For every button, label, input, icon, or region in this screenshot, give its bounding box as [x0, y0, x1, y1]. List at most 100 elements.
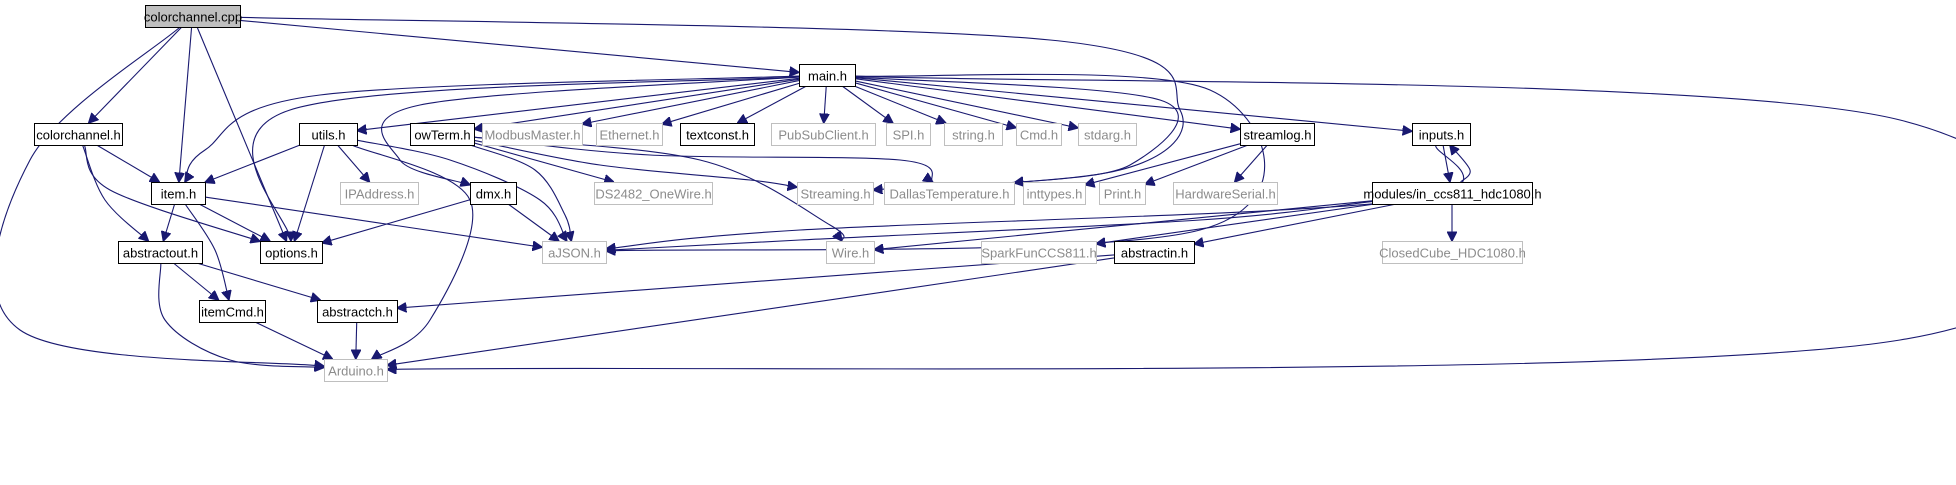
- node-box: [1016, 123, 1062, 146]
- node-label: SparkFunCCS811.h: [981, 246, 1096, 261]
- node-box: [199, 300, 266, 323]
- node-label: abstractch.h: [322, 305, 393, 320]
- edge-line: [322, 199, 471, 243]
- node-SparkFunCCS811-h: SparkFunCCS811.h: [981, 241, 1097, 264]
- edge-inputs_h-to-aJSON_h: [606, 144, 1465, 249]
- node-box: [886, 123, 931, 146]
- edge-line: [474, 78, 800, 129]
- node-modules-in-ccs811-hdc1080-h[interactable]: modules/in_ccs811_hdc1080.h: [1363, 182, 1542, 205]
- node-box: [260, 241, 323, 264]
- edge-modules_in_ccs811_hdc1080_h-to-inputs_h: [1450, 145, 1471, 183]
- node-label: SPI.h: [893, 128, 925, 143]
- edge-modules_in_ccs811_hdc1080_h-to-aJSON_h: [606, 201, 1373, 251]
- edge-line: [606, 144, 1465, 249]
- edge-main_h-to-SPI_h: [841, 85, 893, 123]
- node-utils-h[interactable]: utils.h: [299, 123, 358, 146]
- node-box: [1372, 182, 1533, 205]
- edge-main_h-to-stdarg_h: [854, 80, 1078, 128]
- edge-line: [89, 26, 183, 123]
- edge-main_h-to-ModbusMaster_h: [582, 80, 800, 124]
- node-owTerm-h[interactable]: owTerm.h: [410, 123, 475, 146]
- node-IPAddress-h: IPAddress.h: [340, 182, 419, 205]
- node-label: ModbusMaster.h: [484, 128, 580, 143]
- node-label: abstractin.h: [1121, 246, 1188, 261]
- node-itemCmd-h[interactable]: itemCmd.h: [199, 300, 266, 323]
- node-aJSON-h: aJSON.h: [542, 241, 607, 264]
- edge-line: [204, 196, 542, 247]
- node-box: [410, 123, 475, 146]
- node-box: [1078, 123, 1137, 146]
- edge-line: [387, 75, 1956, 369]
- edge-owTerm_h-to-aJSON_h: [470, 144, 571, 241]
- node-textconst-h[interactable]: textconst.h: [680, 123, 755, 146]
- node-label: dmx.h: [476, 187, 511, 202]
- edge-streamlog_h-to-HardwareSerial_h: [1235, 144, 1268, 182]
- node-box: [680, 123, 755, 146]
- node-main-h[interactable]: main.h: [799, 64, 856, 87]
- node-box: [1412, 123, 1471, 146]
- node-label: Cmd.h: [1020, 128, 1058, 143]
- edge-inputs_h-to-modules_in_ccs811_hdc1080_h: [1442, 144, 1450, 182]
- edge-line: [356, 321, 357, 359]
- node-label: IPAddress.h: [345, 187, 415, 202]
- edge-line: [184, 203, 229, 300]
- edge-main_h-to-textconst_h: [738, 85, 807, 123]
- node-abstractch-h[interactable]: abstractch.h: [317, 300, 398, 323]
- node-abstractin-h[interactable]: abstractin.h: [1114, 241, 1195, 264]
- edge-utils_h-to-aJSON_h: [356, 139, 567, 241]
- edge-line: [96, 144, 160, 182]
- edge-main_h-to-Arduino_h: [387, 75, 1956, 369]
- edge-line: [205, 144, 301, 182]
- node-label: Print.h: [1104, 187, 1142, 202]
- node-box: [826, 241, 875, 264]
- node-colorchannel-h[interactable]: colorchannel.h: [34, 123, 123, 146]
- edge-colorchannel_cpp-to-colorchannel_h: [89, 26, 183, 123]
- node-Arduino-h: Arduino.h: [324, 359, 388, 382]
- node-label: DallasTemperature.h: [890, 187, 1010, 202]
- edge-main_h-to-Ethernet_h: [662, 82, 800, 124]
- edge-utils_h-to-options_h: [294, 144, 326, 241]
- edge-item_h-to-aJSON_h: [204, 196, 542, 247]
- edge-colorchannel_cpp-to-Arduino_h: [0, 26, 324, 366]
- node-label: abstractout.h: [123, 246, 198, 261]
- edge-line: [185, 75, 800, 182]
- node-box: [1099, 182, 1146, 205]
- node-dmx-h[interactable]: dmx.h: [470, 182, 517, 205]
- edge-item_h-to-abstractout_h: [163, 203, 176, 241]
- node-box: [1173, 182, 1278, 205]
- edge-line: [239, 19, 799, 72]
- edge-main_h-to-owTerm_h: [474, 78, 800, 129]
- edge-line: [196, 26, 286, 241]
- edge-line: [1442, 144, 1450, 182]
- edge-abstractout_h-to-abstractch_h: [196, 262, 321, 300]
- node-label: aJSON.h: [548, 246, 601, 261]
- node-colorchannel-cpp[interactable]: colorchannel.cpp: [144, 5, 242, 28]
- node-item-h[interactable]: item.h: [151, 182, 206, 205]
- node-box: [884, 182, 1015, 205]
- node-box: [1382, 241, 1523, 264]
- node-box: [1240, 123, 1315, 146]
- edge-line: [387, 257, 1115, 365]
- edge-utils_h-to-Arduino_h: [351, 144, 474, 359]
- node-stdarg-h: stdarg.h: [1078, 123, 1137, 146]
- edge-main_h-to-inputs_h: [854, 77, 1412, 132]
- edge-line: [1450, 145, 1471, 183]
- edge-main_h-to-utils_h: [357, 77, 800, 130]
- edge-utils_h-to-item_h: [205, 144, 301, 182]
- edge-owTerm_h-to-DS2482_OneWire_h: [473, 142, 614, 182]
- node-abstractout-h[interactable]: abstractout.h: [118, 241, 203, 264]
- edge-line: [854, 85, 946, 123]
- edge-modules_in_ccs811_hdc1080_h-to-abstractin_h: [1194, 203, 1397, 244]
- edge-line: [0, 26, 324, 366]
- edge-main_h-to-dmx_h: [381, 76, 800, 185]
- node-label: Arduino.h: [328, 364, 384, 379]
- node-box: [799, 64, 856, 87]
- node-options-h[interactable]: options.h: [260, 241, 323, 264]
- node-label: streamlog.h: [1244, 128, 1312, 143]
- edge-dmx_h-to-aJSON_h: [507, 203, 559, 241]
- node-streamlog-h[interactable]: streamlog.h: [1240, 123, 1315, 146]
- edge-line: [841, 85, 893, 123]
- node-label: inttypes.h: [1027, 187, 1083, 202]
- node-inputs-h[interactable]: inputs.h: [1412, 123, 1471, 146]
